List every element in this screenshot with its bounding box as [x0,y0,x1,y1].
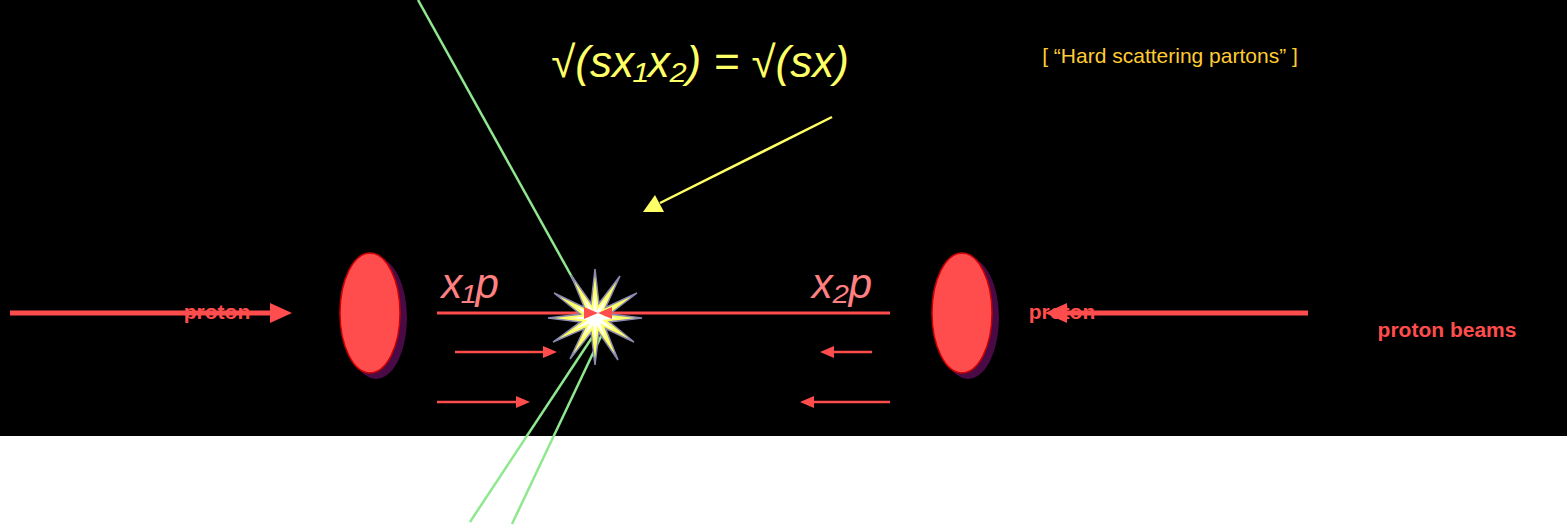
explosion-core [571,294,619,342]
arrow-head [800,396,814,408]
parton-arrow [455,351,545,354]
momentum-label: x₁p [441,261,499,307]
explosion-star [548,269,642,365]
beam-label: proton beams [1378,318,1517,341]
jet-line [470,330,597,522]
proton-ellipse [340,253,400,373]
beam-arrow [1065,311,1308,316]
note-label: [ “Hard scattering partons” ] [1042,44,1298,67]
jet-line [512,330,604,524]
leader-arrow [660,117,832,203]
dark-ground [0,0,1567,436]
parton-arrow [812,401,890,404]
particle-label: proton [1029,300,1095,323]
arrow-head [270,303,292,323]
arrow-head [643,195,664,212]
proton-ellipse [932,253,992,373]
momentum-label: x₂p [812,261,872,307]
parton-arrow [437,401,518,404]
formula-label: √(sx₁x₂) = √(sx) [551,38,849,86]
arrow-head [820,346,834,358]
arrow-head [516,396,530,408]
parton-arrow [832,351,872,354]
particle-label: proton [184,300,250,323]
parton-line [437,312,890,315]
arrow-head [598,307,612,319]
arrow-head [584,307,598,319]
arrow-head [543,346,557,358]
explosion [548,269,642,365]
